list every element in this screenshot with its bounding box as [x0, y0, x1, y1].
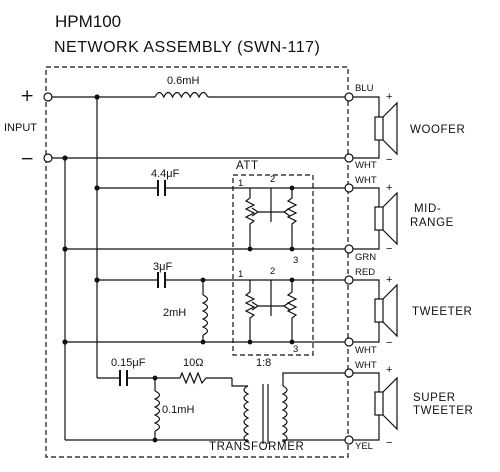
- transformer-secondary-coil: [281, 385, 288, 443]
- label-2mh: 2mH: [163, 307, 186, 319]
- terminal-blu: [344, 92, 354, 102]
- woofer-minus: −: [386, 154, 392, 166]
- capacitor-4-4uf: [157, 180, 166, 196]
- midrange-plus: +: [386, 182, 392, 194]
- label-4-4uf: 4.4μF: [151, 168, 180, 180]
- super-positive-wire: [282, 372, 345, 386]
- wire-label-wht-4: WHT: [355, 360, 377, 371]
- label-ratio: 1:8: [256, 357, 271, 369]
- terminal-wht-4: [344, 368, 354, 378]
- junction: [289, 339, 295, 345]
- super-plus: +: [386, 364, 392, 376]
- transformer-primary-coil: [243, 385, 250, 443]
- wire-label-yel: YEL: [355, 441, 373, 452]
- terminal-yel: [344, 435, 354, 445]
- tweeter-att-wiper-link: [258, 280, 284, 307]
- model-title: HPM100: [55, 12, 121, 31]
- super-negative-wire: [282, 439, 345, 442]
- mid-att-pin-1: 1: [238, 178, 243, 189]
- junction: [289, 246, 295, 252]
- transformer-core: [262, 384, 269, 444]
- tweeter-att-pin-2: 2: [270, 266, 275, 277]
- super-minus: −: [386, 437, 392, 449]
- label-midrange-line1: MID-: [414, 203, 441, 215]
- inductor-2mh: [201, 294, 209, 336]
- speaker-super-tweeter: + − SUPER TWEETER: [353, 364, 473, 449]
- terminal-red: [344, 275, 354, 285]
- midrange-minus: −: [386, 243, 392, 255]
- input-plus-terminal: [43, 92, 53, 102]
- inductor-0-6mh: [154, 91, 209, 99]
- tweeter-att-pin-3: 3: [293, 344, 298, 355]
- wire-label-wht-1: WHT: [355, 160, 377, 171]
- junction: [94, 94, 100, 100]
- input-label: INPUT: [4, 122, 37, 134]
- tweeter-att-resistor-b: [286, 280, 298, 342]
- input-minus-terminal: [43, 153, 53, 163]
- terminal-wht-3: [344, 337, 354, 347]
- terminal-wht-2: [344, 183, 354, 193]
- capacitor-3uf: [157, 272, 166, 288]
- label-0-15uf: 0.15μF: [111, 357, 146, 369]
- tweeter-att-pin-1: 1: [238, 269, 243, 280]
- wire-label-grn: GRN: [355, 252, 376, 263]
- woofer-plus: +: [386, 91, 392, 103]
- label-tweeter: TWEETER: [412, 306, 472, 318]
- junction: [247, 339, 253, 345]
- junction: [247, 246, 253, 252]
- label-woofer: WOOFER: [410, 124, 465, 136]
- junction: [62, 155, 68, 161]
- wire-label-wht-2: WHT: [355, 175, 377, 186]
- mid-att-resistor-b: [286, 188, 298, 249]
- network-enclosure: [45, 66, 349, 458]
- capacitor-0-15uf: [119, 370, 128, 386]
- mid-att-wiper-link: [258, 188, 284, 213]
- tweeter-plus: +: [386, 274, 392, 286]
- terminal-wht-1: [344, 153, 354, 163]
- wire-label-wht-3: WHT: [355, 345, 377, 356]
- label-10ohm: 10Ω: [183, 357, 203, 369]
- terminal-grn: [344, 244, 354, 254]
- transformer-primary-top: [231, 378, 248, 387]
- label-att: ATT: [236, 160, 259, 172]
- speaker-woofer: + − WOOFER: [353, 91, 465, 166]
- speaker-tweeter: + − TWEETER: [353, 274, 472, 349]
- mid-att-wiper-arrows: [251, 207, 291, 217]
- wire-label-red: RED: [355, 267, 375, 278]
- tweeter-att-wiper-arrows: [251, 301, 291, 311]
- mid-att-resistor-a: [244, 188, 256, 249]
- resistor-10ohm: [179, 371, 207, 385]
- label-0-6mh: 0.6mH: [167, 75, 199, 87]
- label-0-1mh: 0.1mH: [162, 404, 194, 416]
- junction: [289, 185, 295, 191]
- mid-att-pin-2: 2: [270, 174, 275, 185]
- input-plus: +: [20, 86, 34, 106]
- input-minus: −: [20, 149, 34, 169]
- wire-label-blu: BLU: [355, 83, 374, 94]
- assembly-title: NETWORK ASSEMBLY (SWN-117): [54, 39, 320, 56]
- junction: [289, 277, 295, 283]
- mid-att-pin-3: 3: [293, 255, 298, 266]
- label-midrange-line2: RANGE: [410, 217, 454, 229]
- label-super-line1: SUPER: [413, 392, 456, 404]
- attenuator-box: [232, 174, 314, 356]
- speaker-midrange: + − MID- RANGE: [353, 182, 454, 255]
- label-3uf: 3μF: [153, 261, 172, 273]
- label-super-line2: TWEETER: [413, 405, 473, 417]
- tweeter-att-resistor-a: [244, 280, 256, 342]
- label-transformer: TRANSFORMER: [209, 441, 304, 453]
- tweeter-minus: −: [386, 337, 392, 349]
- inductor-0-1mh: [153, 390, 161, 432]
